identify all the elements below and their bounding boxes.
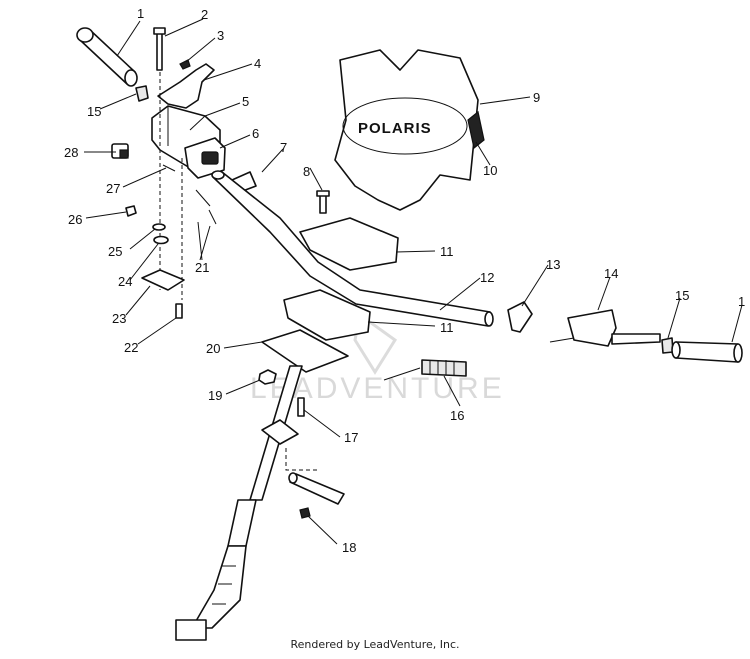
screw-small bbox=[162, 164, 176, 172]
callout-27: 27 bbox=[106, 181, 120, 196]
callout-3: 3 bbox=[217, 28, 224, 43]
callout-2: 2 bbox=[201, 7, 208, 22]
bracket-23 bbox=[141, 269, 185, 291]
washer-24 bbox=[153, 235, 169, 245]
callout-1-left: 1 bbox=[137, 6, 144, 21]
right-grip bbox=[671, 341, 743, 363]
handlebar-pad: POLARIS bbox=[334, 49, 479, 211]
callout-11-upper: 11 bbox=[440, 244, 454, 259]
callout-9: 9 bbox=[533, 90, 540, 105]
callout-10: 10 bbox=[483, 163, 497, 178]
pad-strap bbox=[467, 110, 485, 150]
callout-18: 18 bbox=[342, 540, 356, 555]
screw-22 bbox=[175, 303, 183, 319]
screw-17 bbox=[261, 397, 305, 445]
left-grip bbox=[76, 27, 138, 87]
callout-22: 22 bbox=[124, 340, 138, 355]
leader-lines bbox=[84, 18, 743, 545]
mount-plate bbox=[261, 329, 349, 373]
callout-26: 26 bbox=[68, 212, 82, 227]
callout-25: 25 bbox=[108, 244, 122, 259]
callout-4: 4 bbox=[254, 56, 261, 71]
upper-clamp bbox=[299, 217, 399, 271]
callout-17: 17 bbox=[344, 430, 358, 445]
callout-21: 21 bbox=[195, 260, 209, 275]
screw-21b bbox=[208, 209, 217, 225]
callout-13: 13 bbox=[546, 257, 560, 272]
brake-housing bbox=[549, 309, 661, 347]
callouts: 1 2 3 4 5 6 7 8 9 10 11 11 12 13 14 15 1… bbox=[64, 6, 745, 555]
callout-24: 24 bbox=[118, 274, 132, 289]
callout-19: 19 bbox=[208, 388, 222, 403]
steering-post bbox=[175, 365, 303, 641]
brake-bracket bbox=[507, 301, 533, 333]
callout-1-right: 1 bbox=[738, 294, 745, 309]
callout-15-right: 15 bbox=[675, 288, 689, 303]
screw-clip bbox=[111, 143, 129, 159]
bolt bbox=[153, 27, 166, 71]
callout-6: 6 bbox=[252, 126, 259, 141]
nut-26 bbox=[125, 205, 137, 217]
sleeve bbox=[288, 472, 345, 519]
lower-clamp bbox=[283, 289, 371, 341]
callout-20: 20 bbox=[206, 341, 220, 356]
callout-5: 5 bbox=[242, 94, 249, 109]
callout-23: 23 bbox=[112, 311, 126, 326]
callout-14: 14 bbox=[604, 266, 618, 281]
render-credit: Rendered by LeadVenture, Inc. bbox=[290, 638, 460, 651]
callout-12: 12 bbox=[480, 270, 494, 285]
callout-8: 8 bbox=[303, 164, 310, 179]
nut-18 bbox=[299, 507, 311, 519]
clip bbox=[179, 59, 191, 70]
washer-25 bbox=[152, 223, 166, 231]
screw-8 bbox=[316, 190, 330, 214]
heater-wire bbox=[383, 359, 467, 381]
handlebar bbox=[211, 170, 494, 327]
pad-logo: POLARIS bbox=[358, 120, 432, 137]
switch bbox=[184, 137, 226, 179]
callout-28: 28 bbox=[64, 145, 78, 160]
assembly-line-post bbox=[285, 448, 318, 471]
throttle-lever bbox=[157, 63, 215, 109]
callout-11-lower: 11 bbox=[440, 320, 454, 335]
callout-7: 7 bbox=[280, 140, 287, 155]
screw-21a bbox=[195, 189, 211, 207]
callout-15-left: 15 bbox=[87, 104, 101, 119]
left-end-plug bbox=[135, 85, 149, 102]
callout-16: 16 bbox=[450, 408, 464, 423]
